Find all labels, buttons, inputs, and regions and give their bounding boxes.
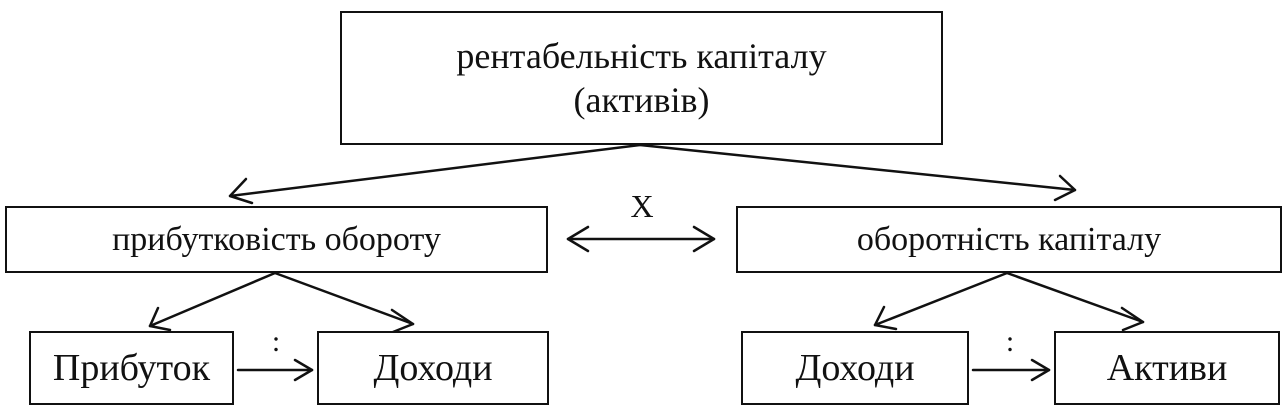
arrowhead-left-profit <box>148 306 172 332</box>
double-arrow-left-head <box>566 225 590 253</box>
divide-operator-right: : <box>1005 325 1015 358</box>
assets-label: Активи <box>1106 347 1228 389</box>
arrow-right-to-income <box>873 271 1009 327</box>
arrowhead-profit-income <box>293 358 314 382</box>
arrow-left-to-profit <box>148 271 277 328</box>
arrowhead-left-income <box>390 308 415 334</box>
arrow-left-to-income <box>273 271 415 326</box>
income-right-label: Доходи <box>795 347 915 389</box>
root-title-line1: рентабельність капіталу <box>456 36 827 76</box>
divide-operator-left: : <box>271 325 281 358</box>
multiply-operator: X <box>630 188 654 224</box>
turnover-profitability-label: прибутковість обороту <box>112 220 441 258</box>
capital-turnover-label: оборотність капіталу <box>856 220 1162 258</box>
box-profit: Прибуток <box>29 331 234 405</box>
box-income-right: Доходи <box>741 331 969 405</box>
arrowhead-root-right <box>1053 174 1077 202</box>
arrowhead-right-assets <box>1120 306 1145 332</box>
box-turnover-profitability: прибутковість обороту <box>5 206 548 273</box>
root-title-line2: (активів) <box>573 80 710 120</box>
arrow-root-to-left <box>228 143 642 198</box>
box-capital-turnover: оборотність капіталу <box>736 206 1282 273</box>
arrowhead-right-income <box>873 305 898 331</box>
arrowhead-root-left <box>228 177 254 205</box>
double-arrow-right-head <box>692 225 716 253</box>
profit-label: Прибуток <box>52 347 211 389</box>
box-assets: Активи <box>1054 331 1280 405</box>
root-box-capital-profitability: рентабельність капіталу (активів) <box>340 11 943 145</box>
box-income-left: Доходи <box>317 331 549 405</box>
income-left-label: Доходи <box>373 347 493 389</box>
arrow-root-to-right <box>638 143 1077 192</box>
arrow-right-to-assets <box>1005 271 1145 324</box>
arrowhead-income-assets <box>1030 358 1051 382</box>
